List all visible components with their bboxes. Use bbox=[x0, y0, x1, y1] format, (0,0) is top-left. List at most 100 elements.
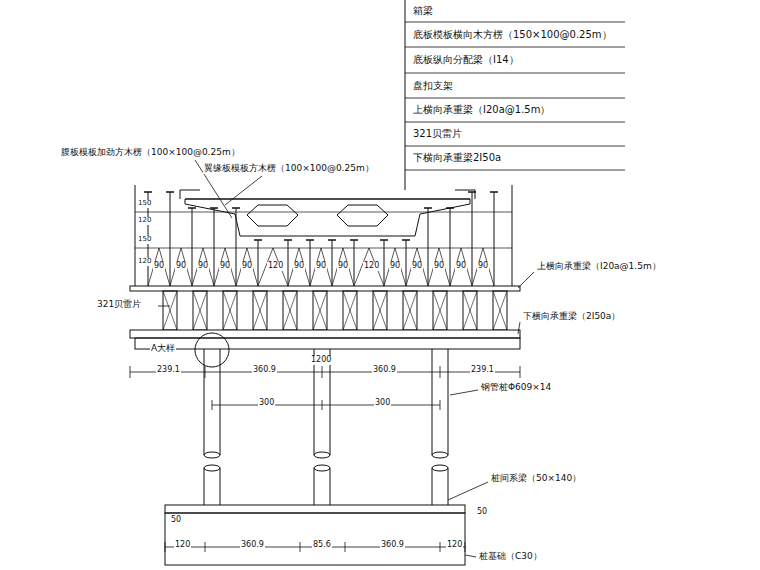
leader-line bbox=[158, 306, 170, 307]
bailey-brace bbox=[343, 291, 357, 330]
dimension-label: 1200 bbox=[310, 356, 332, 365]
bailey-panel bbox=[343, 291, 357, 330]
scaffold-pole bbox=[354, 240, 355, 286]
pile-wall bbox=[314, 468, 315, 505]
leader-line bbox=[448, 482, 488, 500]
pile-break bbox=[314, 452, 330, 458]
list-rule bbox=[405, 47, 625, 48]
disc-scaffold bbox=[135, 192, 512, 286]
dimension-label: 90 bbox=[477, 262, 489, 271]
scaffold-edge bbox=[135, 185, 136, 286]
list-rule bbox=[405, 170, 625, 171]
bailey-brace bbox=[433, 291, 447, 330]
dimension-label: 90 bbox=[337, 262, 349, 271]
scaffold-pole bbox=[214, 208, 215, 286]
dimension-label: 300 bbox=[258, 399, 275, 408]
bailey-panel bbox=[223, 291, 237, 330]
list-rule bbox=[405, 146, 625, 147]
pile-break bbox=[432, 465, 448, 471]
dimension-label: 90 bbox=[241, 262, 253, 271]
bailey-brace bbox=[163, 291, 177, 330]
pile-wall bbox=[330, 349, 331, 455]
dimension-label: 90 bbox=[293, 262, 305, 271]
railing-post bbox=[180, 190, 181, 199]
dimension-label: 90 bbox=[175, 262, 187, 271]
bailey-brace bbox=[313, 291, 327, 330]
scaffold-pole bbox=[450, 208, 451, 286]
girder-deck bbox=[185, 198, 470, 200]
bailey-brace bbox=[373, 291, 387, 330]
scaffold-pole bbox=[494, 192, 495, 286]
pile-wall bbox=[204, 468, 205, 505]
dimension-label: 上横向承重梁（I20a@1.5m） bbox=[536, 262, 662, 272]
bailey-brace bbox=[283, 291, 297, 330]
dimension-label: 360.9 bbox=[240, 541, 265, 550]
bailey-brace bbox=[253, 291, 267, 330]
dimension-label: 85.6 bbox=[312, 541, 332, 550]
bailey-brace bbox=[403, 291, 417, 330]
bailey-trusses bbox=[163, 291, 507, 330]
bailey-panel bbox=[433, 291, 447, 330]
pile-foundation bbox=[165, 513, 465, 565]
bailey-panel bbox=[313, 291, 327, 330]
dimension-label: A大样 bbox=[150, 344, 176, 354]
bailey-brace bbox=[493, 291, 507, 330]
dimension-tick bbox=[205, 366, 206, 378]
dimension-line bbox=[212, 405, 440, 406]
dimension-label: 300 bbox=[374, 399, 391, 408]
bailey-panel bbox=[373, 291, 387, 330]
legend-item: 底板模板横向木方楞（150×100@0.25m） bbox=[412, 29, 613, 40]
jack-head bbox=[328, 239, 336, 241]
legend-item: 下横向承重梁2I50a bbox=[412, 152, 502, 163]
list-rules bbox=[405, 22, 625, 170]
scaffold-pole bbox=[288, 240, 289, 286]
scaffold-pole bbox=[310, 240, 311, 286]
leader-line bbox=[225, 176, 262, 205]
jack-head bbox=[166, 191, 174, 193]
bailey-panel bbox=[163, 291, 177, 330]
dimension-label: 钢管桩Φ609×14 bbox=[480, 383, 552, 393]
bailey-panel bbox=[463, 291, 477, 330]
jack-head bbox=[380, 239, 388, 241]
pile-wall bbox=[314, 349, 315, 455]
dimension-label: 360.9 bbox=[380, 541, 405, 550]
scaffold-pole bbox=[258, 240, 259, 286]
bailey-panel bbox=[253, 291, 267, 330]
tie-beam bbox=[165, 505, 465, 513]
ledger bbox=[135, 248, 512, 249]
jack-head bbox=[254, 239, 262, 241]
pile-break bbox=[204, 452, 220, 458]
jack-head bbox=[424, 207, 432, 209]
legend-item: 321贝雷片 bbox=[412, 128, 463, 139]
lower-beam bbox=[130, 330, 520, 338]
scaffold-pole bbox=[192, 208, 193, 286]
girder-cell bbox=[247, 205, 298, 226]
jack-head bbox=[446, 207, 454, 209]
bailey-brace bbox=[313, 291, 327, 330]
bailey-brace bbox=[163, 291, 177, 330]
leader-line bbox=[518, 322, 520, 334]
scaffold-pole bbox=[472, 192, 473, 286]
dimension-label: 桩基础（C30） bbox=[478, 552, 543, 562]
railing bbox=[455, 190, 475, 191]
cap-beam bbox=[135, 338, 520, 349]
jack-head bbox=[232, 207, 240, 209]
jack-head bbox=[144, 191, 152, 193]
dimension-label: 120 bbox=[363, 262, 380, 271]
pile-break bbox=[314, 465, 330, 471]
leader-line bbox=[518, 272, 534, 288]
scaffold-pole bbox=[332, 240, 333, 286]
dimension-tick bbox=[440, 366, 441, 378]
dimension-label: 120 bbox=[137, 217, 152, 225]
leader-line bbox=[465, 555, 476, 557]
pile-wall bbox=[330, 468, 331, 505]
dimension-label: 下横向承重梁（2I50a） bbox=[522, 312, 621, 322]
bailey-brace bbox=[253, 291, 267, 330]
upper-beam bbox=[130, 286, 520, 291]
dimension-label: 120 bbox=[174, 541, 191, 550]
dimension-label: 321贝雷片 bbox=[96, 300, 142, 310]
bailey-brace bbox=[193, 291, 207, 330]
dimension-label: 桩间系梁（50×140） bbox=[490, 474, 582, 484]
dimension-label: 120 bbox=[137, 258, 152, 266]
